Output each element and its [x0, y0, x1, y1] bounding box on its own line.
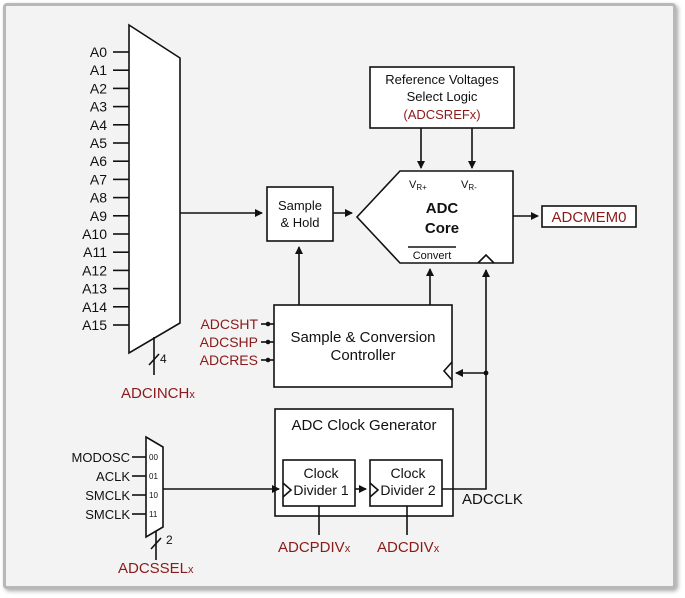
mux-input-label: A3 [90, 99, 107, 115]
controller-input-label: ADCSHT [200, 316, 258, 332]
mux-input-label: A2 [90, 80, 107, 96]
mux-input-label: A14 [82, 299, 107, 315]
clock-input-code: 10 [149, 491, 158, 500]
adcmem0-box [541, 205, 637, 228]
mux-input-label: A10 [82, 226, 107, 242]
clock-input-label: SMCLK [85, 507, 130, 522]
mux-input-label: A13 [82, 281, 107, 297]
vr-minus-label: VR- [461, 179, 477, 192]
controller-input-dot [265, 339, 271, 345]
sample-hold-block [266, 186, 334, 242]
sample-conversion-controller-block [273, 304, 453, 388]
adc-core-block [355, 170, 514, 264]
adcclk-to-core-line [442, 269, 490, 490]
clock-generator-title: ADC Clock Generator [291, 417, 436, 434]
adcinch-label: ADCINCHx [121, 385, 195, 402]
adcssel-label: ADCSSELx [118, 560, 194, 577]
controller-input-list: ADCSHT ADCSHP ADCRES [200, 316, 274, 368]
adc-core-line1: ADC [426, 200, 459, 217]
divider1-line1: Clock [303, 465, 339, 481]
adc-core-line2: Core [425, 220, 459, 237]
controller-line2: Controller [330, 347, 395, 364]
vr-plus-label: VR+ [409, 179, 427, 192]
clock-input-label: MODOSC [72, 450, 131, 465]
analog-input-mux [128, 23, 181, 355]
clock-input-label: ACLK [96, 469, 130, 484]
divider1-clock-input [282, 482, 293, 498]
adcmem0-label: ADCMEM0 [551, 209, 626, 226]
controller-input-dot [265, 321, 271, 327]
mux-input-label: A5 [90, 135, 107, 151]
sample-hold-line1: Sample [278, 198, 322, 213]
controller-line1: Sample & Conversion [290, 329, 435, 346]
adcdiv-label: ADCDIVx [377, 539, 440, 556]
convert-label: Convert [413, 250, 452, 262]
clock-input-code: 01 [149, 472, 158, 481]
adc-core-clock-input [477, 253, 495, 264]
controller-input-label: ADCRES [200, 352, 258, 368]
controller-clock-input [442, 361, 453, 381]
adcpdiv-label: ADCPDIVx [278, 539, 351, 556]
divider2-line2: Divider 2 [380, 482, 435, 498]
mux-input-label: A12 [82, 262, 107, 278]
divider1-line2: Divider 1 [293, 482, 348, 498]
mux-input-label: A8 [90, 190, 107, 206]
mux-input-label: A0 [90, 44, 107, 60]
reference-line1: Reference Voltages [385, 72, 499, 87]
clock-input-label: SMCLK [85, 488, 130, 503]
mux-select-bus-slash [148, 353, 160, 366]
adcsref-label: (ADCSREFx) [403, 107, 480, 122]
mux-input-label: A7 [90, 171, 107, 187]
mux-input-label: A11 [83, 244, 107, 260]
mux-input-label: A9 [90, 208, 107, 224]
sample-hold-line2: & Hold [280, 215, 319, 230]
adcclk-junction [483, 370, 489, 376]
controller-input-dot [265, 357, 271, 363]
clock-input-code: 11 [149, 510, 158, 519]
mux-select-width: 4 [160, 352, 167, 366]
mux-input-label: A4 [90, 117, 107, 133]
mux-input-label: A15 [82, 317, 107, 333]
reference-line2: Select Logic [407, 89, 478, 104]
divider2-line1: Clock [390, 465, 426, 481]
adcclk-label: ADCCLK [462, 491, 523, 508]
clock-source-mux [145, 435, 164, 539]
clock-mux-select-width: 2 [166, 533, 173, 547]
controller-input-label: ADCSHP [200, 334, 258, 350]
divider2-clock-input [369, 482, 380, 498]
clock-divider-2-block [369, 459, 443, 507]
clock-input-code: 00 [149, 453, 158, 462]
mux-input-label: A1 [90, 62, 107, 78]
clock-mux-select-bus-slash [150, 537, 162, 550]
clock-divider-1-block [282, 459, 356, 507]
mux-input-label: A6 [90, 153, 107, 169]
reference-voltages-block [369, 66, 515, 129]
